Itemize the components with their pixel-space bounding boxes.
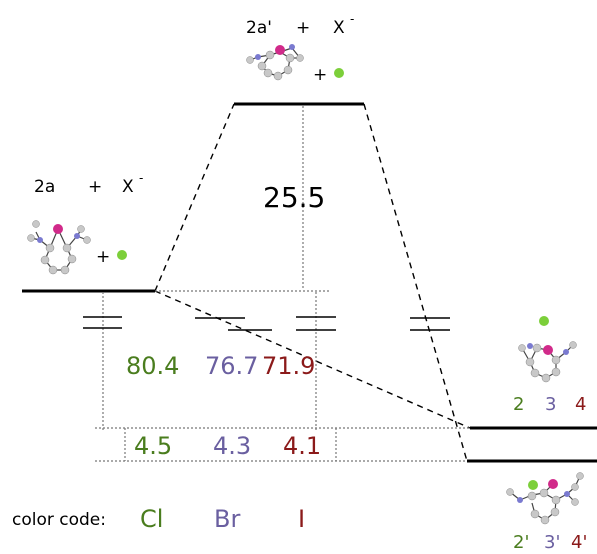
- svg-text:2: 2: [513, 394, 524, 415]
- svg-text:4.5: 4.5: [134, 432, 172, 460]
- svg-text:-: -: [139, 171, 143, 185]
- dashed-connectors: [154, 103, 471, 462]
- lower-energy-values: 4.5 4.3 4.1: [134, 432, 321, 460]
- svg-text:X: X: [333, 18, 345, 38]
- svg-text:+: +: [296, 18, 310, 38]
- halide-ion-icon: [117, 250, 127, 260]
- svg-text:4.3: 4.3: [213, 432, 251, 460]
- molecule-2a-prime-icon: [246, 44, 304, 81]
- upper-energy-values: 80.4 76.7 71.9: [126, 352, 315, 380]
- svg-text:2a': 2a': [246, 18, 272, 38]
- svg-text:I: I: [298, 505, 305, 533]
- svg-text:4.1: 4.1: [283, 432, 321, 460]
- svg-text:+: +: [313, 65, 327, 85]
- molecule-right-lower-icon: [506, 472, 584, 525]
- dotted-guides: [95, 106, 470, 462]
- halide-ion-icon: [334, 68, 344, 78]
- svg-text:Br: Br: [214, 505, 240, 533]
- svg-text:+: +: [96, 247, 110, 267]
- svg-text:4': 4': [571, 532, 587, 553]
- axis-breaks: [83, 316, 450, 331]
- svg-text:2a: 2a: [34, 177, 55, 197]
- molecule-right-upper-icon: [518, 341, 577, 383]
- svg-text:-: -: [350, 12, 354, 26]
- svg-text:80.4: 80.4: [126, 352, 179, 380]
- svg-text:71.9: 71.9: [262, 352, 315, 380]
- color-legend: color code: Cl Br I: [12, 505, 305, 533]
- svg-text:4: 4: [575, 394, 586, 415]
- right-upper-labels: 2 3 4: [513, 394, 586, 415]
- left-species-label: 2a + X - +: [34, 171, 143, 267]
- right-lower-labels: 2' 3' 4': [513, 532, 587, 553]
- svg-text:3': 3': [544, 532, 560, 553]
- svg-text:+: +: [88, 177, 102, 197]
- svg-text:X: X: [122, 177, 134, 197]
- top-species-label: 2a' + X - +: [246, 12, 354, 85]
- halide-ion-icon: [539, 316, 549, 326]
- molecule-2a-icon: [27, 220, 91, 275]
- svg-text:3: 3: [545, 394, 556, 415]
- svg-text:76.7: 76.7: [205, 352, 258, 380]
- svg-text:2': 2': [513, 532, 529, 553]
- svg-text:color code:: color code:: [12, 510, 106, 530]
- barrier-value: 25.5: [263, 181, 325, 214]
- svg-text:Cl: Cl: [140, 505, 163, 533]
